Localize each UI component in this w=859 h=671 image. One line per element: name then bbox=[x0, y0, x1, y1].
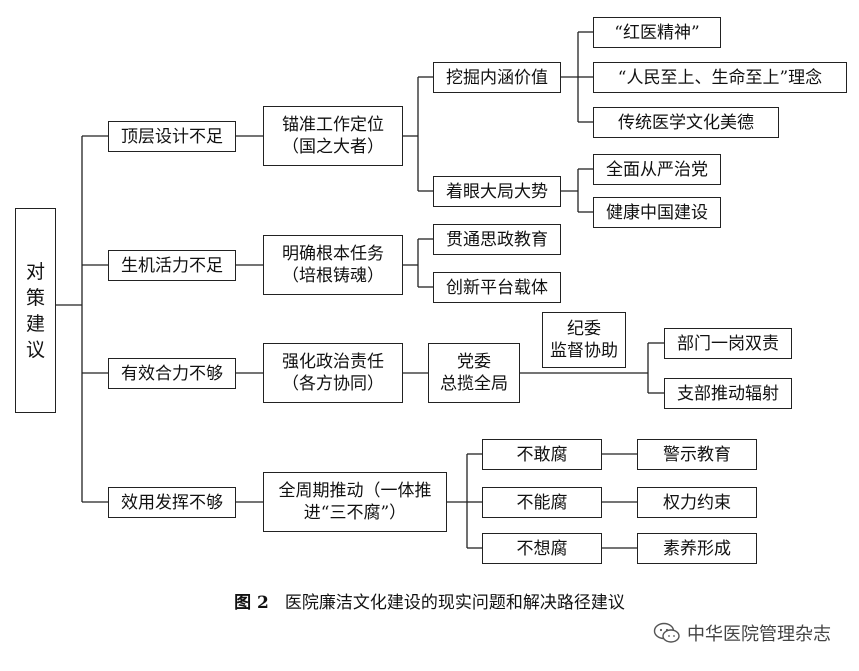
node-box-discipline-committee: 纪委 监督协助 bbox=[542, 312, 626, 368]
leaf-box-quality-formation: 素养形成 bbox=[637, 533, 757, 564]
node-box-overall-trend: 着眼大局大势 bbox=[433, 176, 561, 207]
node-label: 着眼大局大势 bbox=[446, 181, 548, 202]
problem-box-vitality: 生机活力不足 bbox=[108, 250, 236, 281]
node-line: 纪委 bbox=[567, 319, 601, 339]
leaf-box-traditional-virtue: 传统医学文化美德 bbox=[593, 107, 779, 138]
leaf-box-branch-radiation: 支部推动辐射 bbox=[664, 378, 792, 409]
root-char: 议 bbox=[25, 338, 45, 361]
measure-line: （培根铸魂） bbox=[282, 266, 384, 286]
node-line: 监督协助 bbox=[550, 341, 618, 361]
node-label: 贯通思政教育 bbox=[446, 229, 548, 250]
node-label: 挖掘内涵价值 bbox=[446, 67, 548, 88]
node-label: 不能腐 bbox=[516, 492, 568, 513]
leaf-label: 传统医学文化美德 bbox=[618, 112, 754, 133]
node-box-party-committee: 党委 总揽全局 bbox=[428, 343, 520, 403]
problem-label: 生机活力不足 bbox=[121, 255, 223, 276]
node-box-want-not: 不想腐 bbox=[482, 533, 602, 564]
leaf-box-people-first: “人民至上、生命至上”理念 bbox=[593, 62, 847, 93]
root-box-recommendations: 对 策 建 议 bbox=[15, 208, 56, 413]
figure-caption: 图 2 医院廉洁文化建设的现实问题和解决路径建议 bbox=[0, 588, 859, 613]
leaf-box-healthy-china: 健康中国建设 bbox=[593, 197, 721, 228]
problem-label: 顶层设计不足 bbox=[121, 126, 223, 147]
measure-line: （国之大者） bbox=[282, 137, 384, 157]
problem-box-synergy: 有效合力不够 bbox=[108, 358, 236, 389]
figure-number: 图 2 bbox=[234, 593, 269, 613]
measure-line: （各方协同） bbox=[282, 374, 384, 394]
node-label: 不想腐 bbox=[516, 538, 568, 559]
measure-line: 进“三不腐”） bbox=[303, 503, 407, 523]
figure-title: 医院廉洁文化建设的现实问题和解决路径建议 bbox=[284, 593, 625, 613]
leaf-label: 警示教育 bbox=[663, 444, 731, 465]
leaf-label: 支部推动辐射 bbox=[677, 383, 779, 404]
watermark-text: 中华医院管理杂志 bbox=[687, 624, 831, 645]
node-line: 党委 bbox=[457, 352, 491, 372]
leaf-label: 全面从严治党 bbox=[606, 159, 708, 180]
leaf-box-warning-education: 警示教育 bbox=[637, 439, 757, 470]
problem-box-effect: 效用发挥不够 bbox=[108, 487, 236, 518]
measure-box-positioning: 锚准工作定位 （国之大者） bbox=[263, 106, 403, 166]
leaf-label: 部门一岗双责 bbox=[677, 333, 779, 354]
node-box-value: 挖掘内涵价值 bbox=[433, 62, 561, 93]
leaf-box-strict-party: 全面从严治党 bbox=[593, 154, 721, 185]
watermark: 中华医院管理杂志 bbox=[653, 620, 831, 646]
problem-box-top-design: 顶层设计不足 bbox=[108, 121, 236, 152]
measure-box-full-cycle: 全周期推动（一体推 进“三不腐”） bbox=[263, 472, 447, 532]
wechat-icon bbox=[653, 622, 680, 643]
problem-label: 有效合力不够 bbox=[121, 363, 223, 384]
node-box-dare-not: 不敢腐 bbox=[482, 439, 602, 470]
node-box-ideology-education: 贯通思政教育 bbox=[433, 224, 561, 255]
measure-box-responsibility: 强化政治责任 （各方协同） bbox=[263, 343, 403, 403]
problem-label: 效用发挥不够 bbox=[121, 492, 223, 513]
measure-line: 锚准工作定位 bbox=[282, 115, 384, 135]
measure-line: 强化政治责任 bbox=[282, 352, 384, 372]
leaf-box-dual-duty: 部门一岗双责 bbox=[664, 328, 792, 359]
leaf-label: 健康中国建设 bbox=[606, 202, 708, 223]
leaf-label: “红医精神” bbox=[614, 22, 700, 43]
root-char: 建 bbox=[25, 312, 45, 335]
leaf-label: “人民至上、生命至上”理念 bbox=[617, 67, 823, 88]
leaf-label: 素养形成 bbox=[663, 538, 731, 559]
leaf-box-power-constraint: 权力约束 bbox=[637, 487, 757, 518]
node-label: 不敢腐 bbox=[516, 444, 568, 465]
root-char: 对 bbox=[25, 260, 45, 283]
node-label: 创新平台载体 bbox=[446, 277, 548, 298]
node-line: 总揽全局 bbox=[440, 374, 508, 394]
leaf-label: 权力约束 bbox=[663, 492, 731, 513]
root-char: 策 bbox=[25, 286, 45, 309]
leaf-box-red-medicine: “红医精神” bbox=[593, 17, 721, 48]
node-box-cannot: 不能腐 bbox=[482, 487, 602, 518]
measure-line: 全周期推动（一体推 bbox=[278, 481, 432, 501]
node-box-platform: 创新平台载体 bbox=[433, 272, 561, 303]
measure-line: 明确根本任务 bbox=[282, 244, 384, 264]
measure-box-mission: 明确根本任务 （培根铸魂） bbox=[263, 235, 403, 295]
